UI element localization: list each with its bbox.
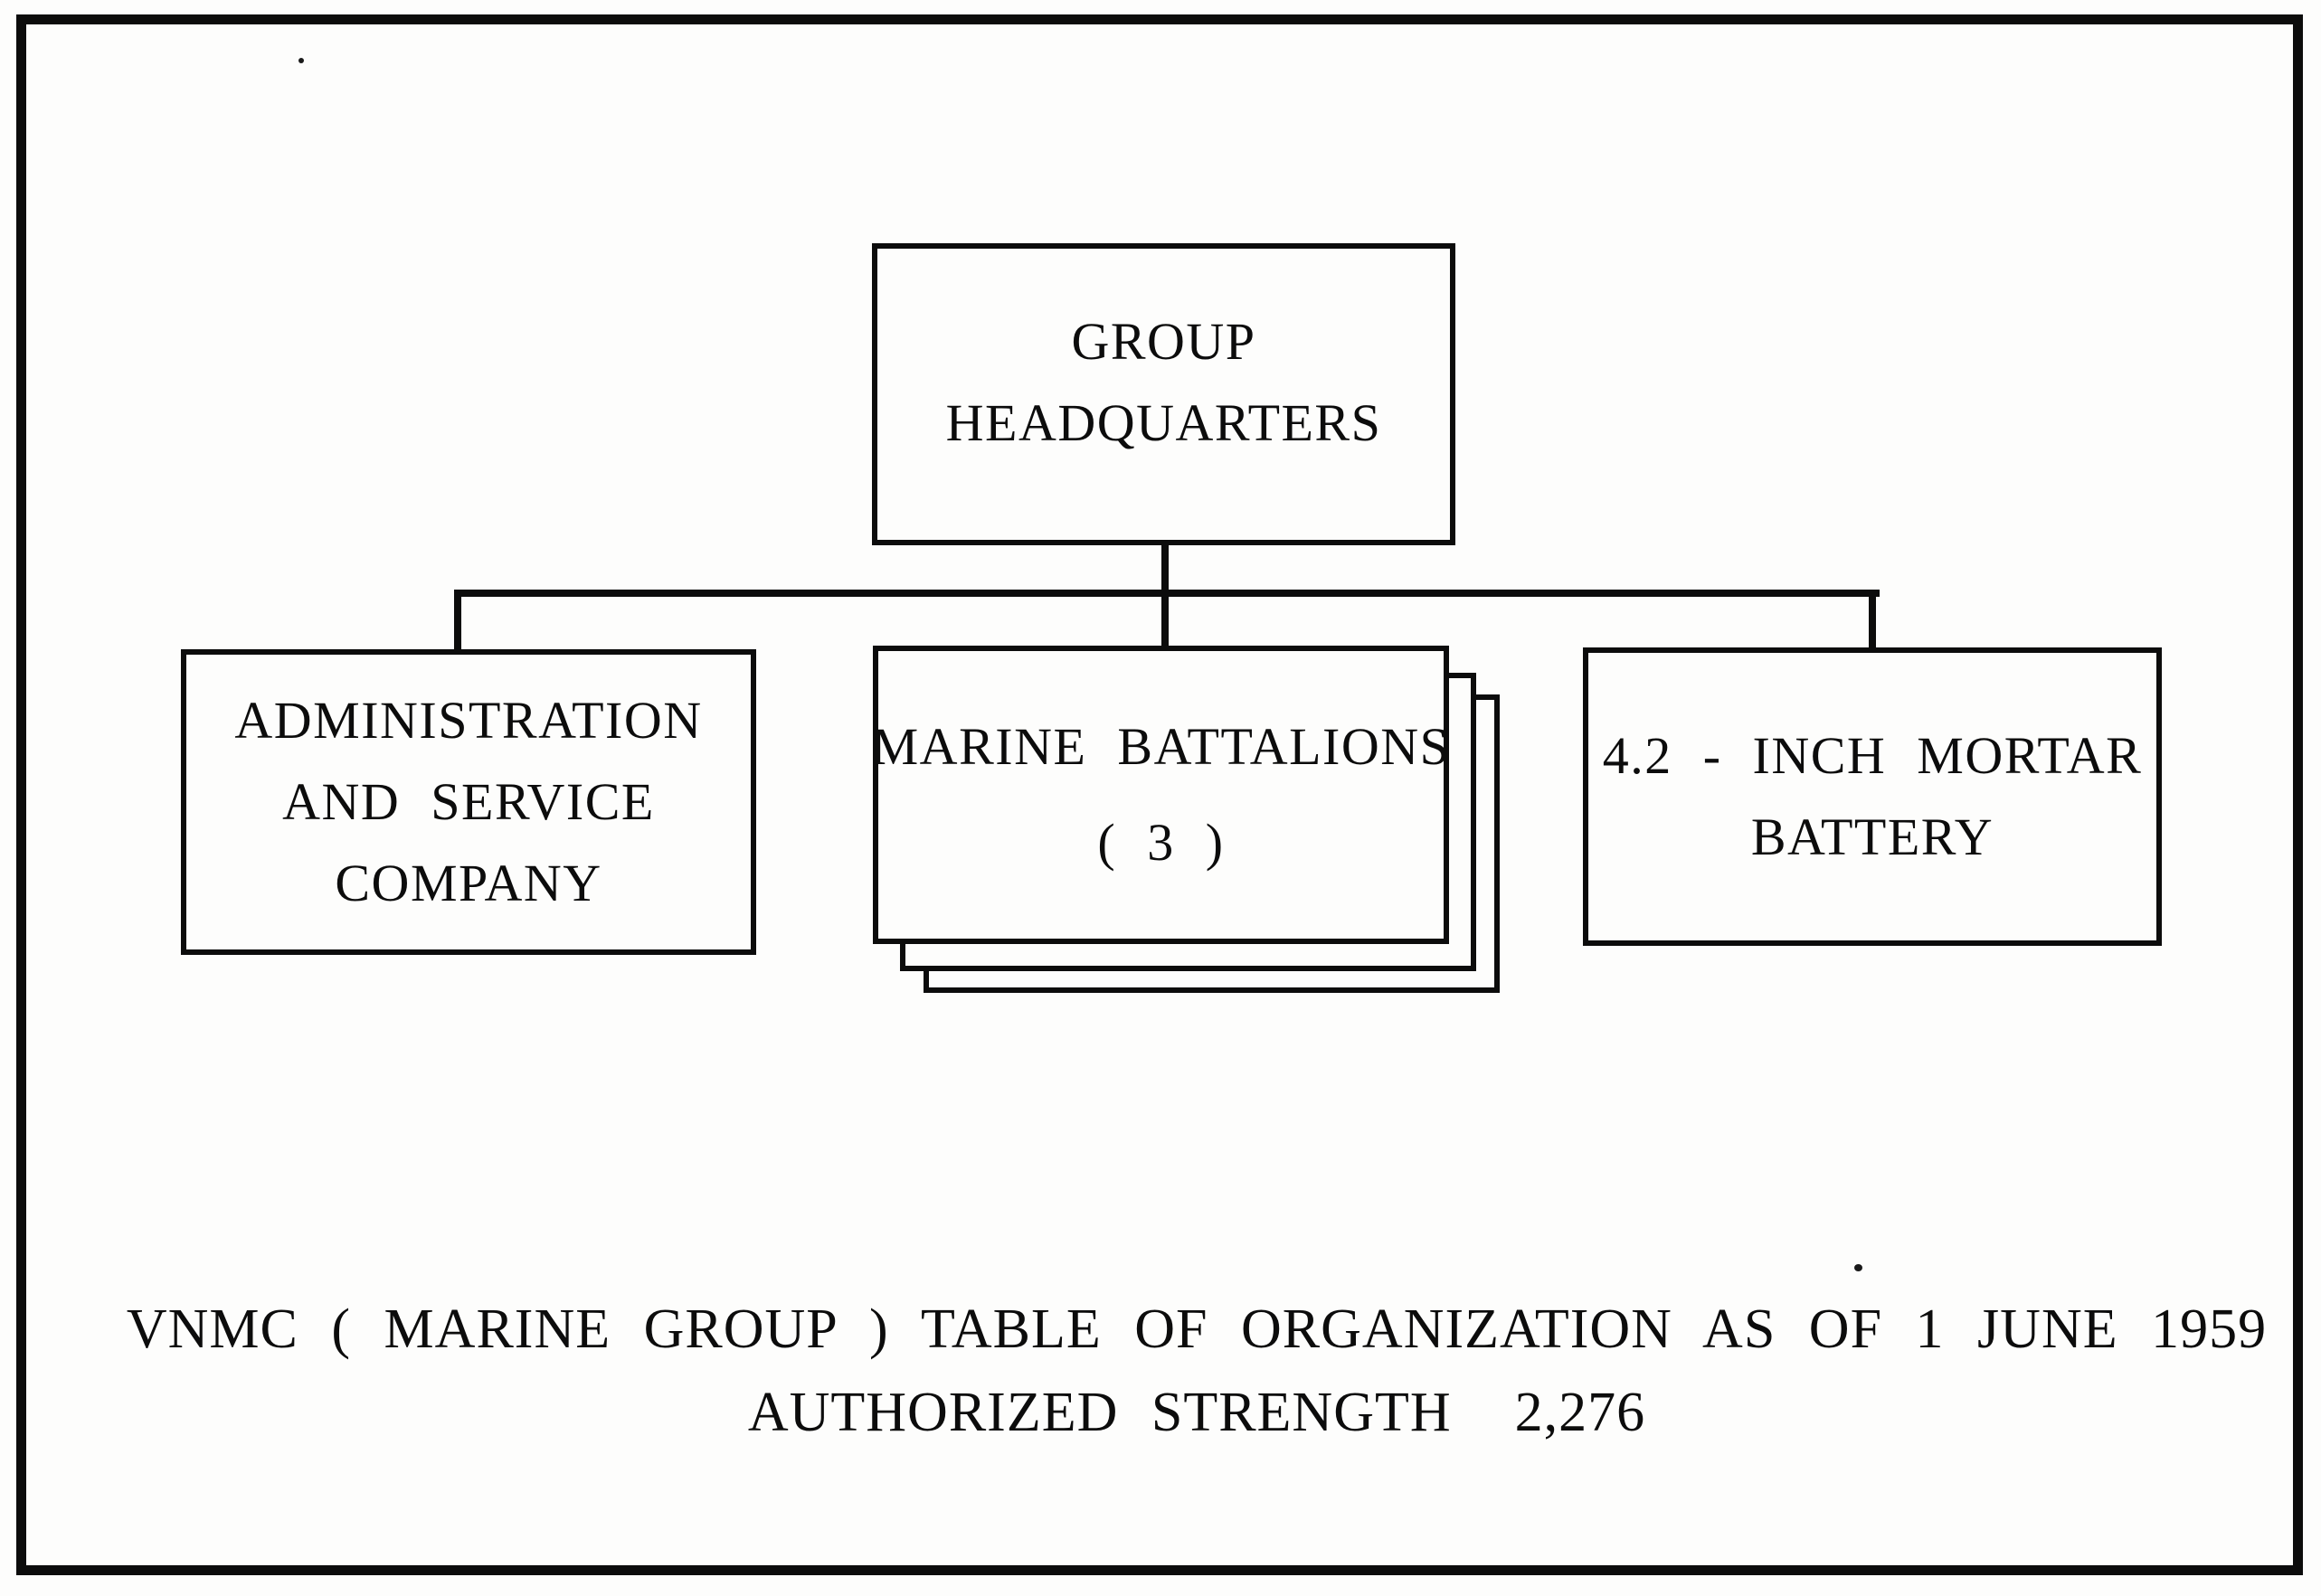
admin-company-line3: COMPANY <box>335 854 602 912</box>
marine-battalions-count: ( 3 ) <box>1097 813 1225 872</box>
mortar-battery-line2: BATTERY <box>1750 807 1994 866</box>
page-border-frame <box>16 14 2303 1575</box>
scan-artifact-dot <box>298 58 304 63</box>
marine-battalions-line1: MARINE BATTALIONS <box>871 717 1451 776</box>
admin-company-line1: ADMINISTRATION <box>234 691 703 750</box>
box-administration-service-company: ADMINISTRATION AND SERVICE COMPANY <box>181 649 756 955</box>
connector-drop-left <box>454 590 461 655</box>
chart-caption: VNMC ( MARINE GROUP ) TABLE OF ORGANIZAT… <box>72 1288 2321 1454</box>
group-headquarters-line2: HEADQUARTERS <box>945 393 1382 452</box>
authorized-strength-value: 2,276 <box>1514 1382 1646 1443</box>
authorized-strength-label: AUTHORIZED STRENGTH <box>747 1382 1452 1443</box>
connector-drop-right <box>1869 590 1876 655</box>
caption-strength-line: AUTHORIZED STRENGTH 2,276 <box>72 1371 2321 1454</box>
connector-drop-headquarters <box>1161 543 1169 651</box>
caption-title-line: VNMC ( MARINE GROUP ) TABLE OF ORGANIZAT… <box>126 1299 2268 1360</box>
group-headquarters-line1: GROUP <box>1071 312 1256 371</box>
scan-artifact-dot <box>1854 1264 1862 1271</box>
box-group-headquarters: GROUP HEADQUARTERS <box>872 243 1455 545</box>
mortar-battery-line1: 4.2 - INCH MORTAR <box>1602 726 2143 785</box>
box-marine-battalions: MARINE BATTALIONS ( 3 ) <box>871 646 1451 944</box>
box-mortar-battery: 4.2 - INCH MORTAR BATTERY <box>1583 647 2162 946</box>
admin-company-line2: AND SERVICE <box>282 772 655 831</box>
